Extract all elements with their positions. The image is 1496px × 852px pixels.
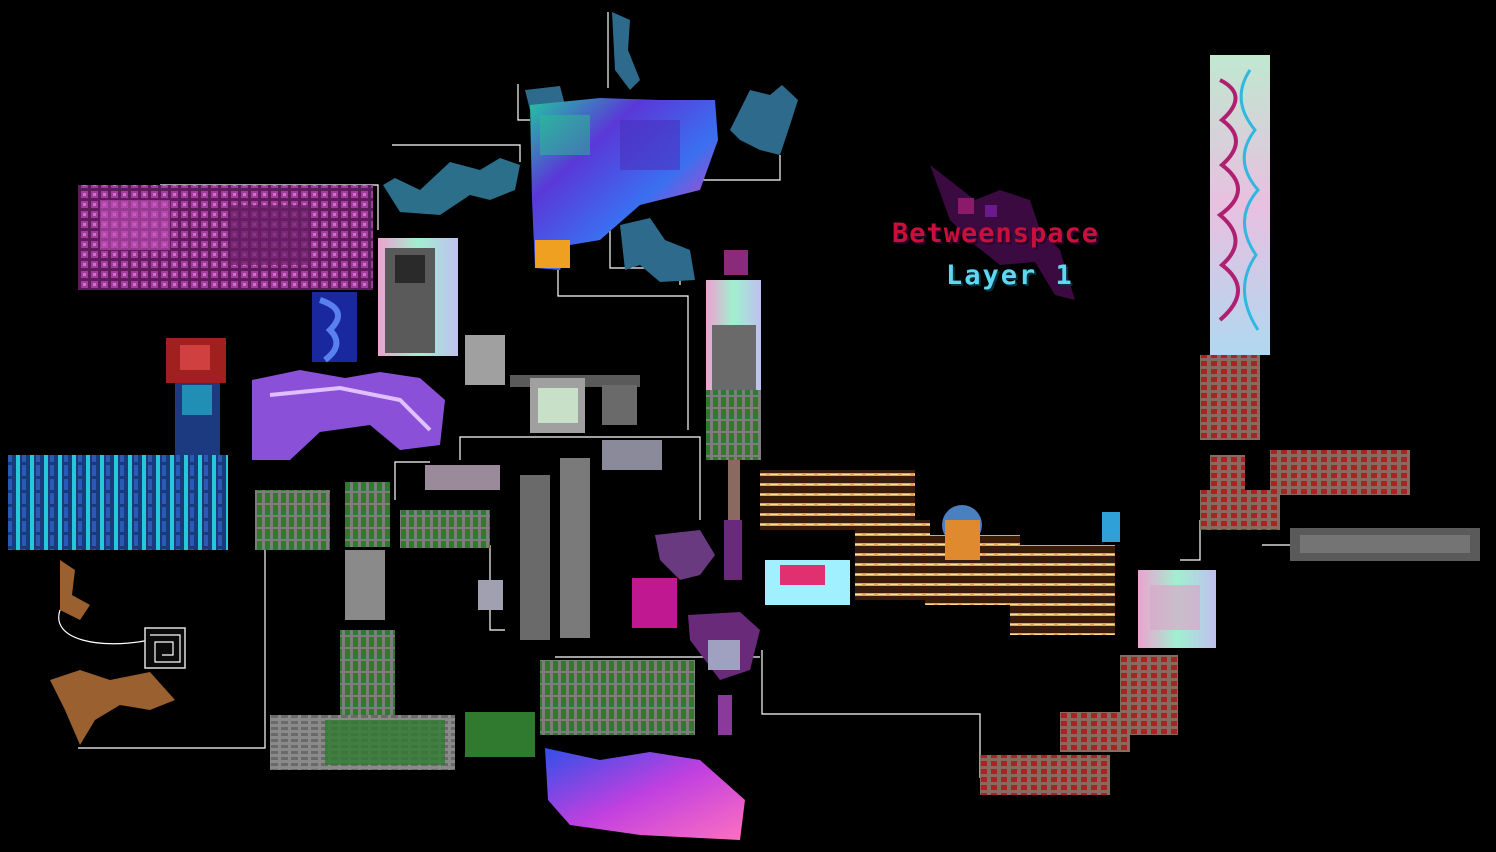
region-grey-rooms[interactable] xyxy=(425,375,662,640)
map-title: Betweenspace xyxy=(892,218,1100,249)
region-magenta-mansion[interactable] xyxy=(78,185,373,290)
betweenspace-emblem-icon xyxy=(930,165,1075,300)
region-orange-caverns[interactable] xyxy=(760,470,1120,635)
map-subtitle: Layer 1 xyxy=(946,260,1074,291)
region-grey-tower[interactable] xyxy=(378,238,761,580)
region-neon-city[interactable] xyxy=(8,338,228,550)
region-pastel-tower[interactable] xyxy=(1210,55,1270,355)
region-red-brick-halls[interactable] xyxy=(980,355,1480,795)
region-teal-ridge[interactable] xyxy=(383,12,798,282)
region-rainbow-nexus[interactable] xyxy=(530,98,718,270)
region-violet-hub[interactable] xyxy=(632,530,850,735)
region-purple-crystal[interactable] xyxy=(252,292,745,840)
region-green-grid[interactable] xyxy=(255,482,695,770)
map-title-block: Betweenspace Layer 1 xyxy=(880,160,1130,310)
region-brown-cave[interactable] xyxy=(50,560,186,745)
